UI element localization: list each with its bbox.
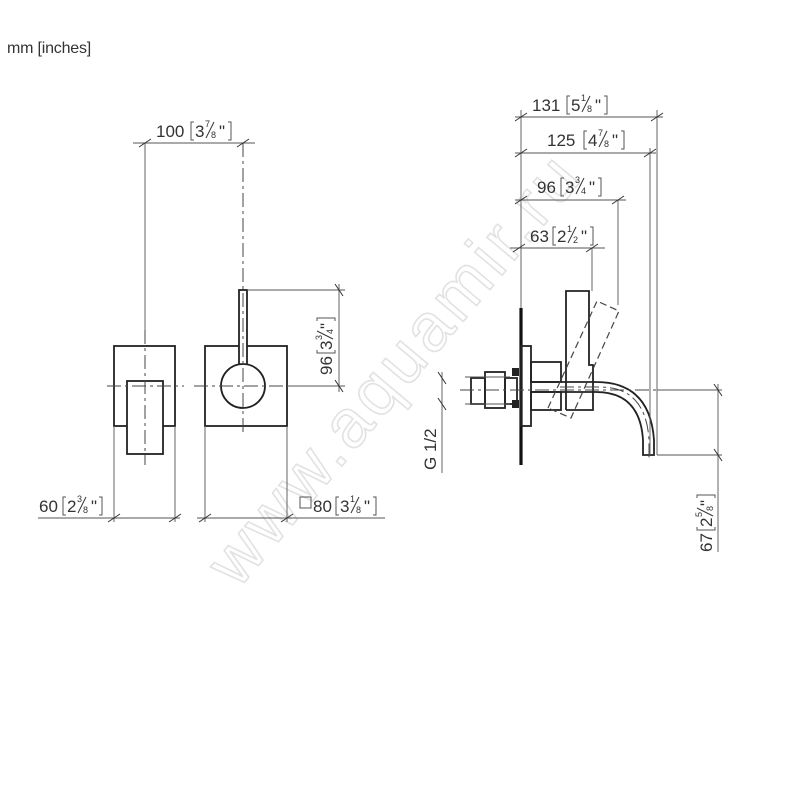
dim-100-inch-mark: ": [219, 122, 225, 141]
dim-80-whole: 3: [340, 497, 349, 516]
dimension-thread-g12: G 1/2: [421, 371, 447, 473]
dim-67-num: 5: [694, 512, 704, 517]
thread-label: G 1/2: [421, 428, 440, 470]
dimension-80-square: 80 3 1 8 ": [197, 494, 385, 523]
dim-125-mm: 125: [547, 131, 575, 150]
dim-125-inch-mark: ": [612, 131, 618, 150]
square-symbol-icon: [299, 496, 312, 509]
dim-100-whole: 3: [195, 122, 204, 141]
dim-125-den: 8: [604, 139, 609, 149]
profile-view: [460, 290, 720, 465]
dim-96h-mm: 96: [537, 178, 556, 197]
dim-131-den: 8: [587, 104, 592, 114]
front-view: [194, 143, 345, 522]
dimension-96-vertical: 96 3 3 4 ": [314, 283, 344, 393]
side-view: [107, 143, 184, 522]
dim-60-inch-mark: ": [91, 497, 97, 516]
units-label: mm [inches]: [7, 40, 92, 57]
dim-63-inch-mark: ": [581, 227, 587, 246]
dim-60-den: 8: [83, 505, 88, 515]
dim-80-mm: 80: [313, 497, 332, 516]
dim-80-den: 8: [356, 505, 361, 515]
dim-131-whole: 5: [571, 96, 580, 115]
dim-96v-mm: 96: [317, 356, 336, 375]
dim-80-num: 1: [350, 494, 355, 504]
dim-125-num: 7: [598, 128, 603, 138]
dim-100-den: 8: [211, 130, 216, 140]
dim-96h-whole: 3: [565, 178, 574, 197]
dim-96h-inch-mark: ": [589, 178, 595, 197]
dimension-96-horizontal: 96 3 3 4 ": [514, 175, 626, 205]
dim-96h-num: 3: [575, 175, 580, 185]
dim-100-mm: 100: [156, 122, 184, 141]
dim-96v-num: 3: [314, 335, 324, 340]
dim-96v-inch-mark: ": [317, 323, 336, 329]
dim-100-num: 7: [205, 119, 210, 129]
dimension-125: 125 4 7 8 ": [514, 128, 657, 158]
dim-60-mm: 60: [39, 497, 58, 516]
dim-131-num: 1: [581, 93, 586, 103]
dim-60-num: 3: [77, 494, 82, 504]
dimension-67: 67 2 5 8 ": [694, 383, 723, 552]
dimension-131: 131 5 1 8 ": [514, 93, 664, 122]
dim-125-whole: 4: [588, 131, 597, 150]
profile-extension-lines: [465, 110, 722, 456]
dim-131-inch-mark: ": [595, 96, 601, 115]
dim-63-den: 2: [573, 235, 578, 245]
dim-63-num: 1: [567, 224, 572, 234]
dim-96v-den: 4: [325, 329, 335, 334]
dim-80-inch-mark: ": [364, 497, 370, 516]
dim-131-mm: 131: [532, 96, 560, 115]
dimension-63: 63 2 1 2 ": [510, 224, 605, 253]
dim-67-inch-mark: ": [697, 500, 716, 506]
dimension-60: 60 2 3 8 ": [38, 494, 182, 523]
dim-63-mm: 63: [530, 227, 549, 246]
dim-60-whole: 2: [67, 497, 76, 516]
dimension-100: 100 3 7 8 ": [133, 119, 255, 148]
dim-63-whole: 2: [557, 227, 566, 246]
dim-67-whole: 2: [697, 518, 716, 527]
dim-96h-den: 4: [581, 186, 586, 196]
dim-96v-whole: 3: [317, 341, 336, 350]
dim-67-mm: 67: [697, 533, 716, 552]
dim-67-den: 8: [705, 506, 715, 511]
